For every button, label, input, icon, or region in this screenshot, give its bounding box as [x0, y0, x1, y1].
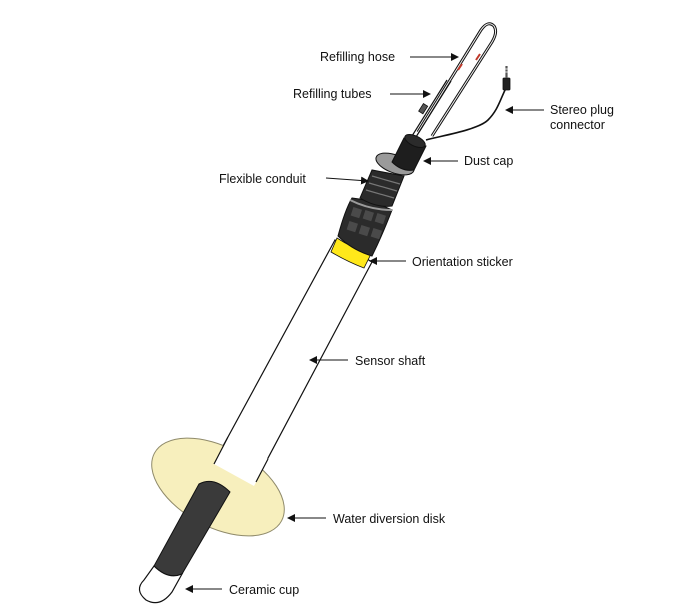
label-sensor-shaft: Sensor shaft — [355, 354, 426, 368]
label-refilling-hose: Refilling hose — [320, 50, 395, 64]
stereo-plug-connector — [425, 66, 511, 141]
label-orientation-sticker: Orientation sticker — [412, 255, 513, 269]
label-stereo-plug-line1: Stereo plug — [550, 103, 614, 117]
dust-cap — [375, 134, 427, 176]
flexible-conduit — [359, 169, 405, 207]
label-dust-cap: Dust cap — [464, 154, 513, 168]
label-refilling-tubes: Refilling tubes — [293, 87, 372, 101]
label-flexible-conduit: Flexible conduit — [219, 172, 306, 186]
label-ceramic-cup: Ceramic cup — [229, 583, 299, 597]
label-arrows — [185, 53, 544, 593]
refilling-tubes — [411, 79, 452, 138]
label-water-diversion-disk: Water diversion disk — [333, 512, 446, 526]
refilling-hose — [416, 22, 498, 137]
label-stereo-plug-line2: connector — [550, 118, 605, 132]
ceramic-cup — [138, 565, 184, 604]
sensor-head-grip — [337, 197, 393, 257]
sensor-shaft-lower — [214, 437, 268, 486]
arrow-flexible-conduit — [325, 176, 369, 185]
